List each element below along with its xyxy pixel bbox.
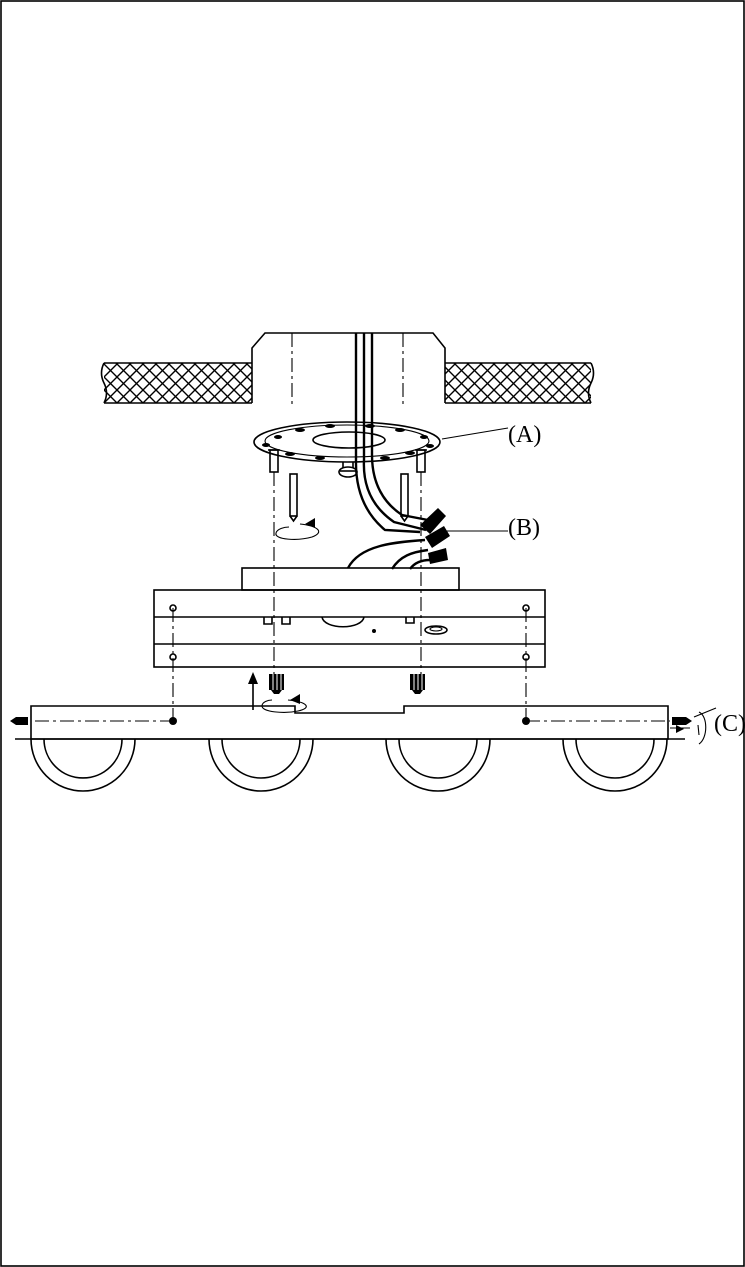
canopy-body: [153, 567, 546, 668]
knurled-nuts: [269, 674, 425, 694]
threaded-bolt-right: [400, 473, 409, 517]
lamp-shade-3: [385, 738, 491, 792]
side-screw-left: [10, 717, 28, 725]
lamp-shade-4: [562, 738, 668, 792]
callout-label-a: (A): [508, 422, 541, 448]
ceiling-left-section: [104, 363, 252, 403]
callout-c: (C): [693, 707, 745, 737]
centerlines: [172, 333, 527, 721]
rotation-arrow-bolt: [275, 518, 320, 540]
mounting-bolts: [289, 473, 409, 523]
up-arrow: [248, 672, 258, 710]
wire-connectors: [346, 508, 450, 570]
ceiling: [100, 362, 595, 404]
rotation-arrow-nut: [261, 694, 307, 713]
mounting-plate: [253, 421, 441, 478]
callout-label-c: (C): [714, 711, 745, 737]
fixture-bar: [15, 705, 685, 740]
ceiling-right-section: [445, 363, 591, 403]
callout-a: (A): [441, 422, 541, 448]
lamp-shade-2: [208, 738, 314, 792]
junction-box: [251, 332, 446, 403]
lamp-shade-1: [30, 738, 136, 792]
callout-label-b: (B): [508, 515, 540, 541]
lamp-shades: [30, 738, 668, 792]
side-screw-right: [670, 711, 707, 745]
threaded-bolt-left: [289, 473, 298, 517]
callout-b: (B): [444, 515, 540, 541]
